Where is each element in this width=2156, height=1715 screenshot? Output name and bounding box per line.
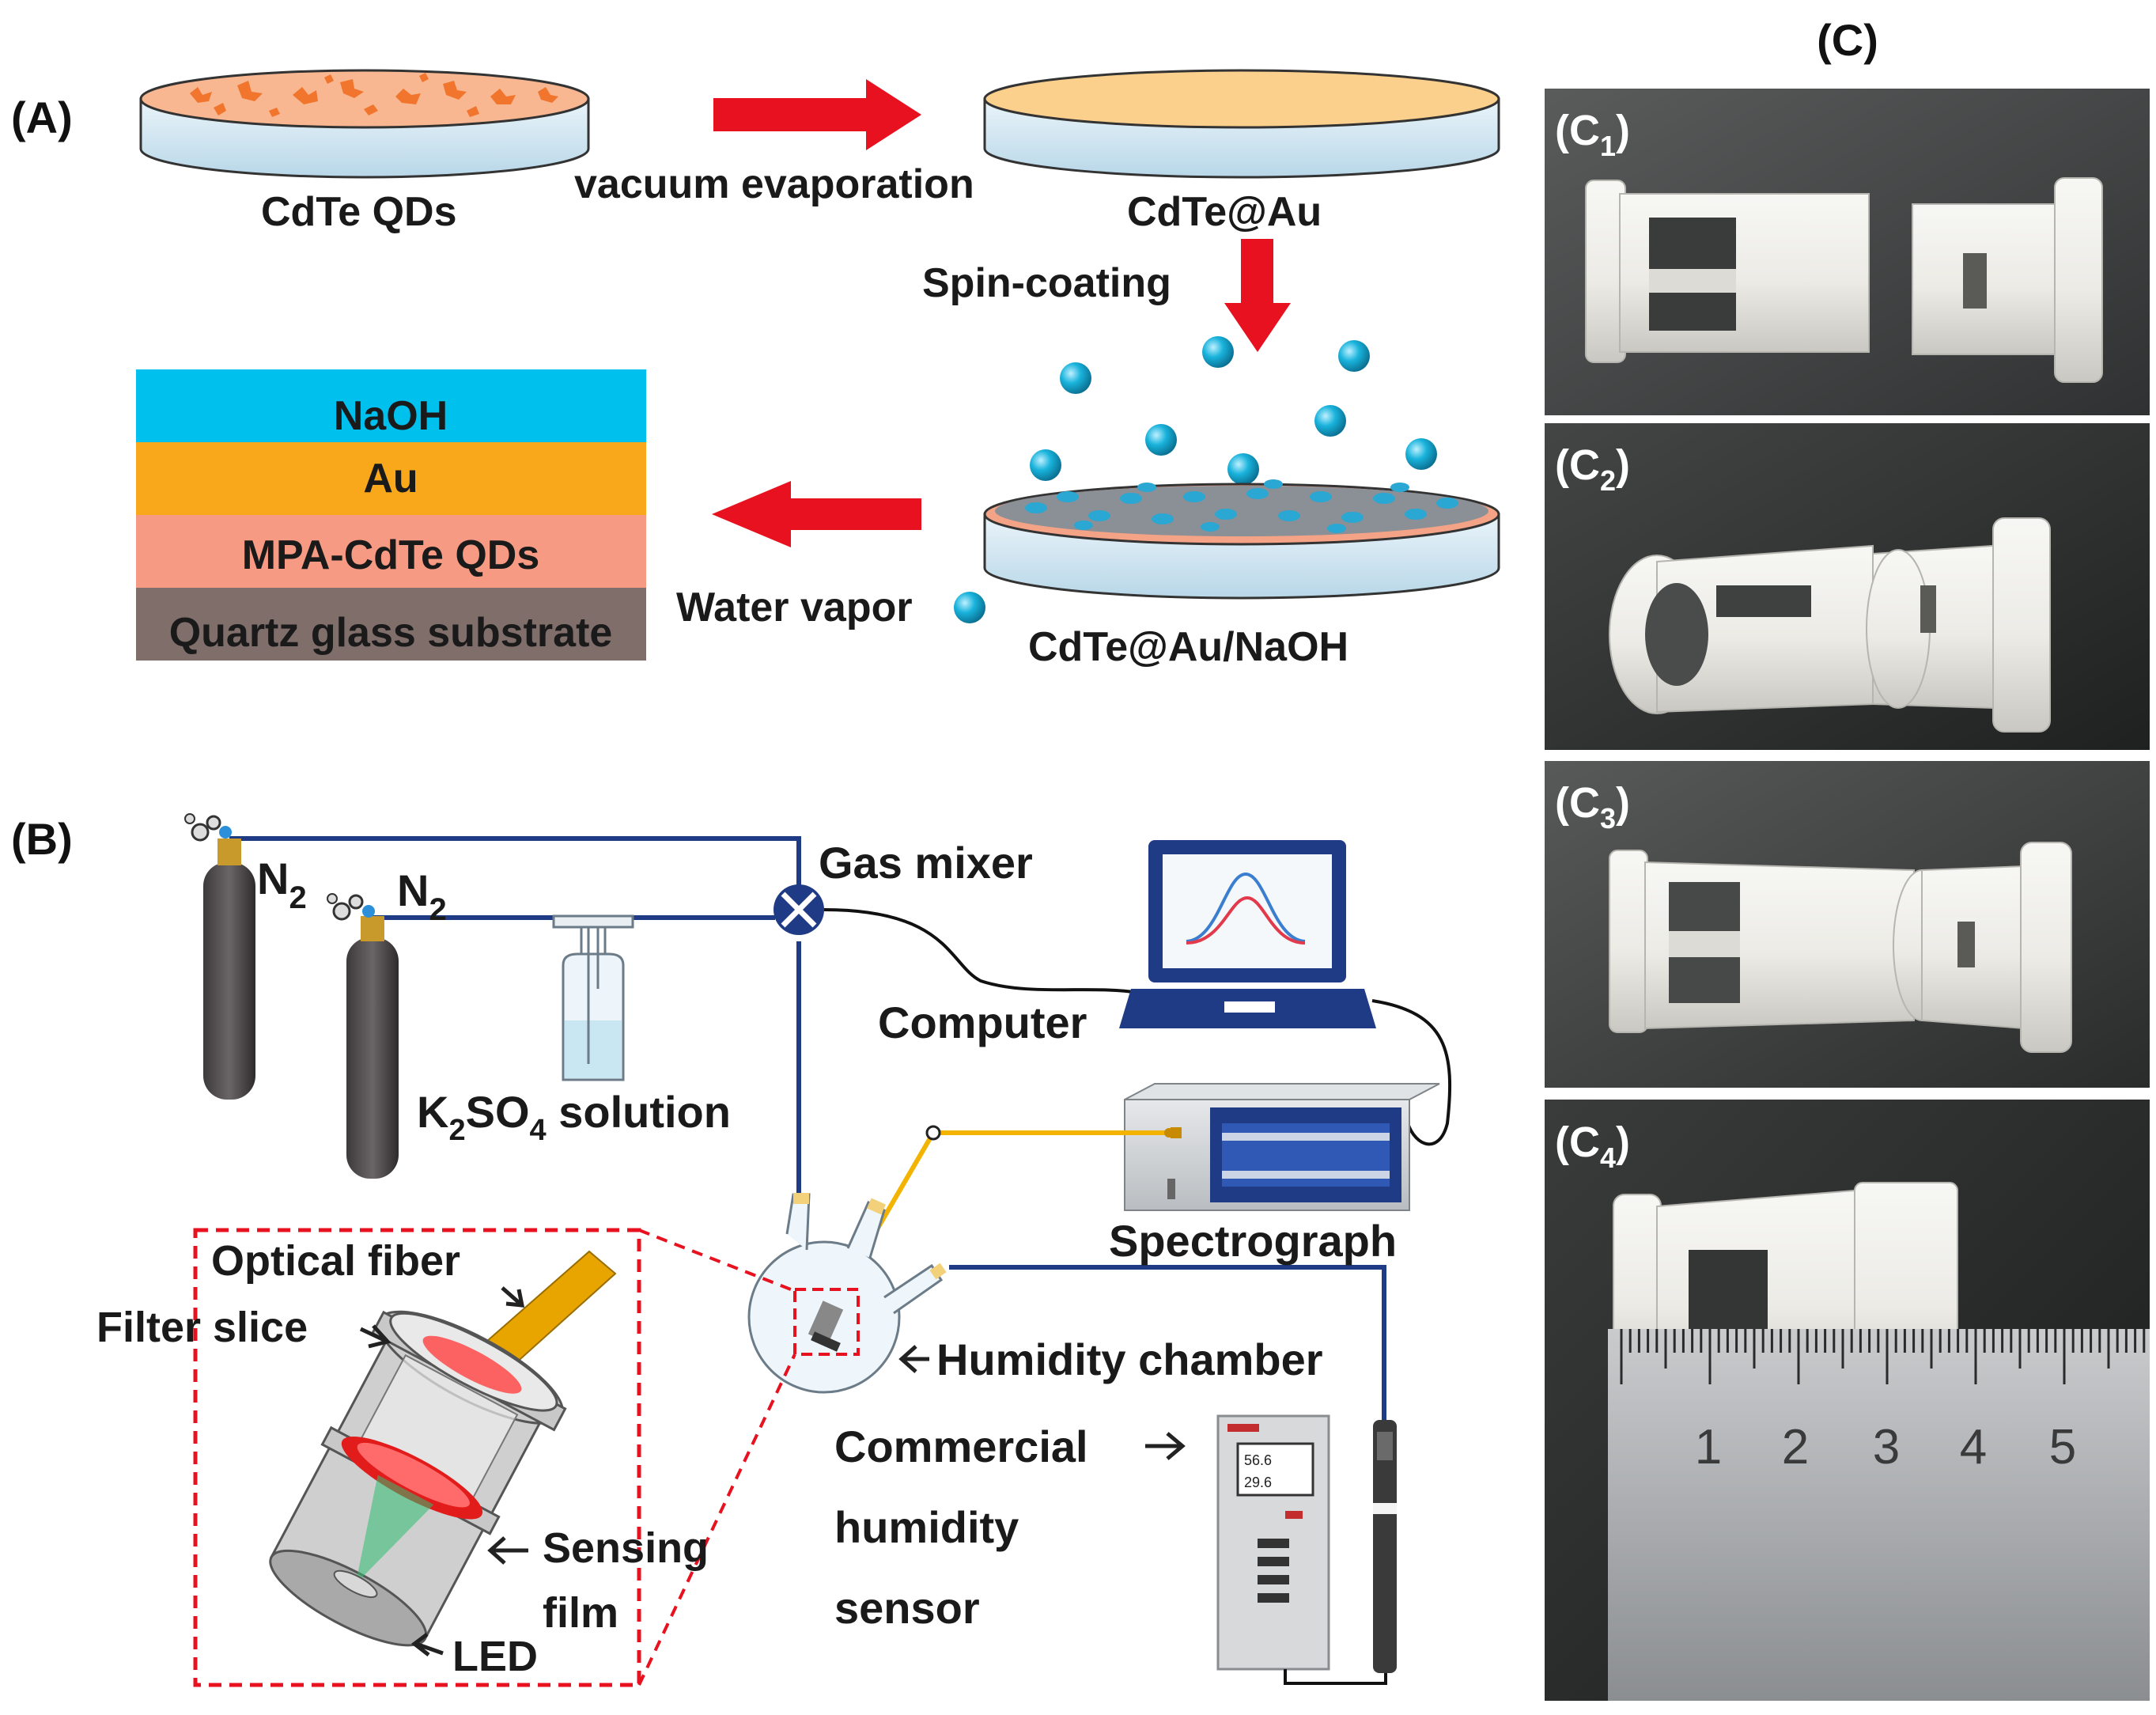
arrow-led <box>410 1633 444 1656</box>
spectrograph <box>1124 1083 1440 1211</box>
label-computer: Computer <box>878 998 1087 1047</box>
label-led: LED <box>452 1633 538 1680</box>
label-k2so4: K2SO4 solution <box>417 1087 731 1147</box>
label-filter-slice: Filter slice <box>96 1304 308 1351</box>
ruler-number-2: 2 <box>1782 1420 1809 1475</box>
label-cdte-au: CdTe@Au <box>1127 189 1322 235</box>
zoom-frame <box>193 1228 641 1687</box>
panel-c: (C) (C1) (C2) <box>1545 15 2150 1701</box>
arrow-spin-coating <box>1224 239 1291 352</box>
display-temp: 29.6 <box>1244 1475 1272 1490</box>
label-optical-fiber: Optical fiber <box>211 1237 460 1285</box>
n2-cylinder-1 <box>184 813 255 1100</box>
label-sensing: Sensing <box>543 1524 709 1572</box>
arrow-commercial <box>1145 1432 1186 1460</box>
n2-cylinder-2 <box>327 893 399 1179</box>
photo-c1: (C1) <box>1545 89 2150 415</box>
panel-b: (B) N2 N2 <box>11 813 1452 1687</box>
arrow-humidity-chamber <box>898 1345 929 1373</box>
layer-stack: NaOH Au MPA-CdTe QDs Quartz glass substr… <box>136 369 646 661</box>
layer-label-mpa-cdte: MPA-CdTe QDs <box>242 532 540 578</box>
photo-c3-tag: (C3) <box>1555 779 1630 835</box>
gas-lines <box>229 836 1386 1448</box>
layer-au <box>136 442 646 515</box>
panel-b-tag: (B) <box>11 814 73 864</box>
dish-cdte-au <box>983 69 1500 179</box>
photo-c2: (C2) <box>1545 423 2150 750</box>
photo-c1-tag: (C1) <box>1555 107 1630 162</box>
ruler-number-5: 5 <box>2049 1420 2076 1475</box>
arrow-optical-fiber <box>501 1286 525 1308</box>
gas-mixer <box>774 884 824 935</box>
n2-label-2: N2 <box>397 865 447 927</box>
n2-label-1: N2 <box>257 854 307 915</box>
panel-c-tag: (C) <box>1817 15 1878 65</box>
layer-label-naoh: NaOH <box>334 393 448 439</box>
photo-c4-tag: (C4) <box>1555 1119 1630 1174</box>
label-spectrograph: Spectrograph <box>1109 1216 1397 1266</box>
dish-cdte-au-naoh <box>983 479 1500 600</box>
photo-c3: (C3) <box>1545 761 2150 1088</box>
qd-flakes <box>190 73 558 117</box>
label-vacuum-evaporation: vacuum evaporation <box>574 161 974 207</box>
label-cdte-qds: CdTe QDs <box>261 189 457 235</box>
photo-c4: (C4) 1 2 3 4 5 <box>1545 1100 2150 1701</box>
label-gas-mixer: Gas mixer <box>819 838 1033 888</box>
label-water-vapor: Water vapor <box>676 585 913 630</box>
label-humidity-chamber: Humidity chamber <box>936 1335 1323 1384</box>
dish-cdte-qds <box>139 69 590 179</box>
ruler-number-3: 3 <box>1873 1420 1900 1475</box>
naoh-particles <box>1025 479 1458 533</box>
water-vapor-droplet <box>954 592 985 623</box>
zoom-lines <box>637 1229 796 1686</box>
layer-mpa-cdte <box>136 515 646 588</box>
ruler-number-1: 1 <box>1695 1420 1722 1475</box>
sensor-assembly <box>269 1250 617 1647</box>
label-humidity: humidity <box>834 1502 1019 1552</box>
ruler-numbers: 1 2 3 4 5 <box>1695 1420 2076 1475</box>
label-cdte-au-naoh: CdTe@Au/NaOH <box>1028 624 1348 670</box>
label-sensor: sensor <box>834 1583 980 1633</box>
label-spin-coating: Spin-coating <box>922 260 1171 306</box>
computer <box>1119 840 1376 1028</box>
layer-label-quartz: Quartz glass substrate <box>169 610 613 656</box>
ruler-number-4: 4 <box>1960 1420 1987 1475</box>
commercial-sensor: 56.6 29.6 <box>1216 1414 1397 1685</box>
photo-c2-tag: (C2) <box>1555 441 1630 497</box>
panel-a-tag: (A) <box>11 93 73 142</box>
arrow-sensing-film <box>487 1536 528 1565</box>
ruler-ticks <box>1620 1329 2146 1384</box>
cables <box>823 908 1452 1146</box>
panel-a: (A) CdTe QDs <box>11 69 1500 670</box>
layer-quartz <box>136 588 646 661</box>
humidity-chamber <box>747 1193 947 1394</box>
ruler <box>1608 1329 2150 1701</box>
layer-naoh <box>136 369 646 442</box>
optical-fiber-line <box>858 1125 1174 1259</box>
arrow-filter-slice <box>359 1324 391 1349</box>
droplets <box>1030 336 1437 485</box>
arrow-evaporation <box>713 79 921 150</box>
label-commercial: Commercial <box>834 1422 1088 1471</box>
display-humidity: 56.6 <box>1244 1452 1272 1468</box>
layer-label-au: Au <box>363 456 418 502</box>
arrow-water-vapor <box>712 481 921 547</box>
label-film: film <box>543 1589 618 1637</box>
k2so4-bottle <box>552 914 634 1081</box>
